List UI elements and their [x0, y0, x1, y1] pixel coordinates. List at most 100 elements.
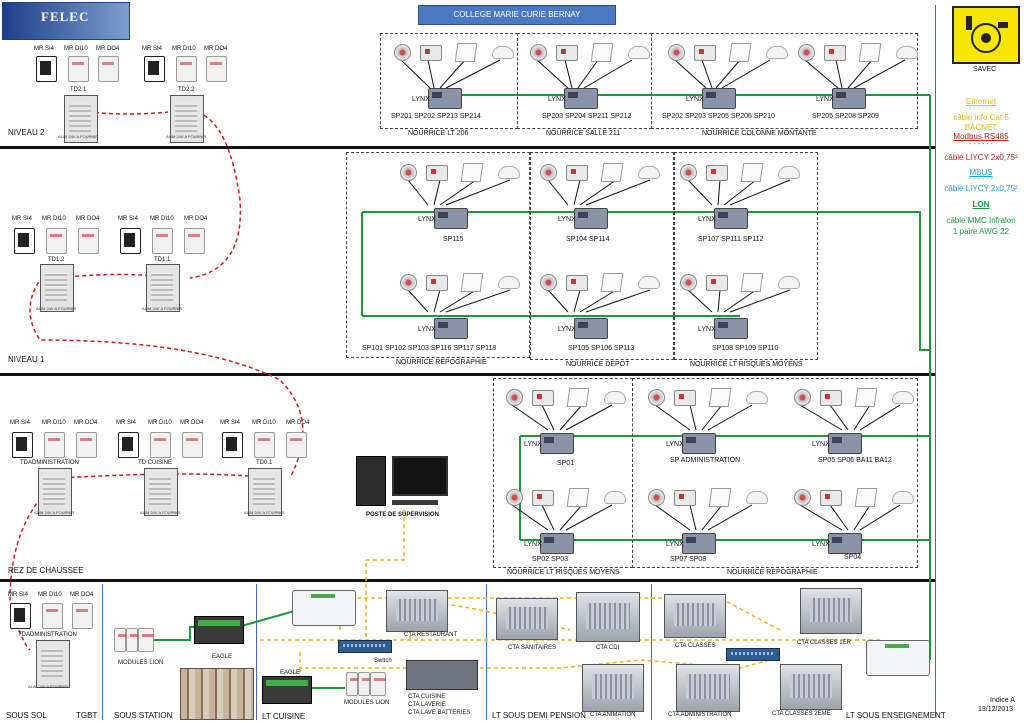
level-rdc: REZ DE CHAUSSEE	[8, 566, 84, 575]
panel-tdadmin-ss	[36, 640, 70, 688]
logo-text: FELEC	[41, 9, 90, 24]
divider-tgbt	[102, 584, 103, 720]
rooms-depot-bottom: SP105 SP106 SP113	[568, 345, 635, 352]
room-unit-icon	[728, 43, 752, 62]
module-label-si4: MR SI4	[142, 46, 163, 52]
revision-index: Indice A	[990, 697, 1015, 704]
pc-tower	[356, 456, 386, 506]
modules-lion-icon-2	[346, 672, 386, 696]
eagle-controller-2	[262, 676, 312, 704]
room-unit-icon	[708, 388, 732, 407]
rooms-repo0-d: SP04	[844, 554, 862, 561]
panel-td21-label: TD2.1	[70, 87, 87, 93]
legend-mbus-rule: - - - - - -	[969, 176, 993, 183]
room-unit-icon	[708, 488, 732, 507]
eagle-label: EAGLE	[212, 654, 233, 660]
lynx-label: LYNX	[412, 96, 430, 103]
lynx-controller	[682, 533, 716, 554]
module-di10	[68, 56, 89, 82]
lynx-label: LYNX	[418, 326, 436, 333]
zone-box-risques1	[674, 152, 818, 360]
lynx-controller	[574, 318, 608, 339]
room-unit-icon	[460, 163, 484, 182]
module-do4	[78, 228, 99, 254]
panel-tdcuisine-label: TD CUISINE	[138, 460, 173, 466]
rooms-repo1-top: SP115	[443, 236, 464, 243]
zone-caption-risques0: NOURRICE LT RISQUES MOYENS	[507, 569, 620, 576]
legend-ethernet-cable: câble info Cat 5	[953, 113, 1009, 122]
savec-logo	[952, 6, 1020, 64]
floor-separator-n2	[0, 146, 936, 149]
legend-lon-cable-2: 1 paire AWG 22	[952, 227, 1010, 236]
module-do4	[72, 603, 93, 629]
divider-sous-station	[256, 584, 257, 720]
lynx-controller	[832, 88, 866, 109]
room-unit-icon	[600, 163, 624, 182]
room-unit-icon	[740, 273, 764, 292]
lynx-label: LYNX	[524, 441, 542, 448]
divider-cuisine	[486, 584, 487, 720]
rooms-depot-top: SP104 SP114	[566, 236, 610, 243]
network-switch-2	[726, 648, 780, 661]
panel-td01-label: TD0.1	[256, 460, 273, 466]
lynx-controller	[702, 88, 736, 109]
presence-detector-icon	[604, 491, 626, 504]
legend-mbus-cable: câble LIYCY 2x0,75²	[944, 184, 1018, 193]
zone-box-colonne	[651, 33, 918, 129]
module-di10	[44, 432, 65, 458]
cta-classes-1er-unit	[800, 588, 862, 634]
panel-td01	[248, 468, 282, 516]
rooms-repo0-a: SP ADMINISTRATION	[670, 457, 741, 464]
cta-cdi-unit	[576, 592, 640, 642]
rooms-colonne-b: SP205 SP208 SP209	[812, 113, 879, 120]
module-label-di10: MR DI10	[42, 216, 66, 222]
thermostat-icon	[420, 45, 442, 61]
module-label-di10: MR DI10	[150, 216, 174, 222]
temperature-sensor-icon	[648, 389, 665, 406]
rooms-colonne-a: SP202 SP203 SP205 SP206 SP210	[662, 113, 775, 120]
power-note: ALIM 24V A FOURNIR	[166, 134, 207, 139]
module-do4	[182, 432, 203, 458]
cta-restaurant-unit	[386, 590, 448, 632]
module-label-di10: MR DI10	[148, 420, 172, 426]
lynx-controller	[434, 318, 468, 339]
cta-laverie-label: CTA LAVERIE	[408, 702, 446, 708]
cta-restaurant-label: CTA RESTAURANT	[404, 632, 458, 638]
monitor-icon	[392, 456, 448, 496]
module-label-si4: MR SI4	[10, 420, 31, 426]
presence-detector-icon	[892, 491, 914, 504]
lynx-label: LYNX	[698, 326, 716, 333]
divider-demi-pension	[651, 584, 652, 720]
thermostat-icon	[820, 390, 842, 406]
module-label-si4: MR SI4	[12, 216, 33, 222]
rooms-salle211: SP203 SP204 SP211 SP212	[542, 113, 632, 120]
panel-td12	[40, 264, 74, 312]
power-note: ALIM 24V A FOURNIR	[58, 134, 99, 139]
cta-classes-1er-label: CTA CLASSES 1ER	[797, 640, 851, 646]
thermostat-icon	[556, 45, 578, 61]
sensor-spokes	[400, 59, 906, 531]
legend-ethernet: Ethernet	[965, 97, 997, 106]
zone-box-repo0	[632, 378, 918, 568]
ethernet-supervision	[365, 510, 405, 640]
lynx-controller	[828, 433, 862, 454]
temperature-sensor-icon	[794, 389, 811, 406]
power-note: ALIM 24V A FOURNIR	[28, 684, 69, 689]
lion-module-a	[114, 628, 130, 652]
cta-classes-2eme-unit	[780, 664, 842, 710]
module-label-do4: MR DO4	[96, 46, 120, 52]
zone-lt-demi-pension: LT SOUS DEMI PENSION	[492, 711, 586, 720]
presence-detector-icon	[638, 166, 660, 179]
module-do4	[184, 228, 205, 254]
lion-module-b	[358, 672, 374, 696]
panel-td22-label: TD2.2	[178, 87, 195, 93]
zone-box-repo1	[346, 152, 530, 358]
rooms-lt206: SP201 SP202 SP213 SP214	[391, 113, 481, 120]
cta-administration-label: CTA ADMINISTRATION	[668, 712, 732, 718]
temperature-sensor-icon	[798, 44, 815, 61]
switch-label: Switch	[374, 658, 392, 664]
module-si4	[222, 432, 243, 458]
module-label-si4: MR SI4	[34, 46, 55, 52]
room-unit-icon	[454, 43, 478, 62]
rooms-repo0-c: SP07 SP08	[670, 556, 707, 563]
